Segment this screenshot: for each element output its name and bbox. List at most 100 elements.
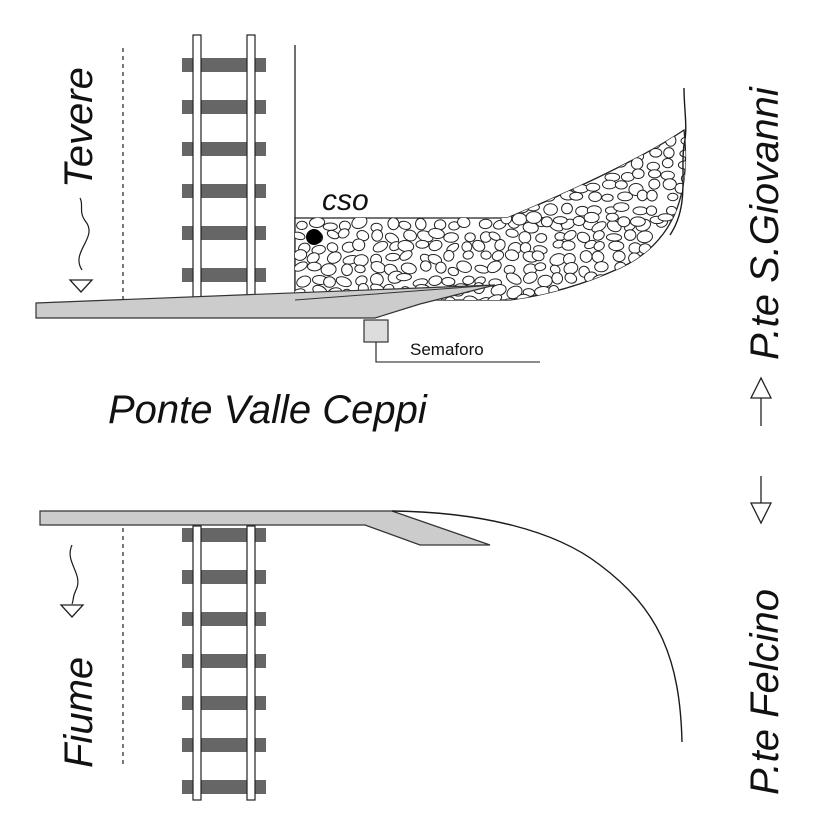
rubble-stone xyxy=(295,249,308,261)
rubble-stone xyxy=(540,183,553,195)
rail-sleeper xyxy=(182,100,266,114)
rubble-stone xyxy=(495,139,508,149)
rail-sleeper xyxy=(182,226,266,240)
rail-sleeper xyxy=(182,738,266,752)
rubble-stone xyxy=(624,229,637,241)
rubble-stone xyxy=(295,231,306,241)
rubble-stone xyxy=(571,140,584,151)
rubble-stone xyxy=(441,276,456,287)
traffic-light-box-icon xyxy=(363,319,540,363)
rubble-stone xyxy=(542,169,556,181)
rail xyxy=(246,34,256,301)
rubble-stone xyxy=(655,243,668,255)
rubble-stone xyxy=(636,230,653,244)
rubble-stone xyxy=(307,261,322,272)
rubble-stone xyxy=(588,191,602,202)
rubble-stone xyxy=(322,222,338,231)
rubble-stone xyxy=(649,148,663,158)
rubble-stone xyxy=(494,239,506,251)
rubble-stone xyxy=(684,295,686,300)
rubble-stone xyxy=(564,272,578,284)
rubble-stone xyxy=(585,182,601,192)
rubble-stone xyxy=(495,204,513,215)
rubble-stone xyxy=(447,266,459,277)
rubble-stone xyxy=(577,150,589,163)
rubble-stone xyxy=(511,162,525,174)
rubble-stone xyxy=(491,250,505,262)
rubble-stone xyxy=(605,233,623,242)
rail-sleeper xyxy=(182,142,266,156)
rail-sleeper xyxy=(182,780,266,794)
rubble-stone xyxy=(463,295,479,300)
rubble-stone xyxy=(576,231,591,244)
rubble-stone xyxy=(538,156,552,169)
rubble-stone xyxy=(659,275,671,285)
rubble-stone xyxy=(608,240,625,252)
rubble-stone xyxy=(569,287,581,299)
rubble-stone xyxy=(563,230,577,241)
rubble-stone xyxy=(582,282,594,295)
bridge-deck-top-edge xyxy=(294,284,496,301)
rubble-stone xyxy=(337,228,350,239)
rubble-stone xyxy=(614,261,627,273)
rubble-stone xyxy=(415,217,427,231)
rubble-stone xyxy=(494,147,507,157)
rubble-stone xyxy=(630,136,644,149)
rubble-stone xyxy=(681,217,686,227)
rubble-stone xyxy=(530,168,543,182)
rubble-stone xyxy=(632,168,645,179)
rubble-stone xyxy=(435,261,447,274)
rubble-stone xyxy=(311,244,326,255)
rubble-stone xyxy=(462,275,475,285)
rubble-stone xyxy=(323,276,336,288)
rubble-stone xyxy=(488,231,501,241)
rubble-stone xyxy=(581,293,597,300)
rubble-stone xyxy=(296,275,312,288)
rubble-stone xyxy=(561,202,573,215)
rubble-stone xyxy=(399,250,413,261)
rubble-stone xyxy=(553,151,569,160)
rubble-stone xyxy=(508,181,524,192)
rubble-stone xyxy=(508,146,525,160)
rubble-stone xyxy=(499,160,515,172)
rubble-stone xyxy=(538,139,552,151)
rubble-stone xyxy=(551,272,564,285)
rubble-stone xyxy=(486,260,502,274)
rubble-stone xyxy=(341,263,353,277)
rubble-stone xyxy=(673,275,686,288)
rubble-stone xyxy=(505,272,522,285)
rubble-stone xyxy=(498,180,514,192)
rubble-stone xyxy=(590,157,605,167)
rubble-stone xyxy=(684,228,686,242)
cso-point-icon xyxy=(306,229,322,245)
rubble-stone xyxy=(617,216,631,228)
rubble-stone xyxy=(486,294,503,300)
rubble-stone xyxy=(527,180,542,191)
rubble-stone xyxy=(499,168,513,179)
rubble-stone xyxy=(510,168,527,182)
rubble-stone xyxy=(591,250,605,264)
rubble-stone xyxy=(428,275,443,287)
rubble-stone xyxy=(657,265,670,278)
rubble-stone xyxy=(531,296,545,300)
rubble-stone xyxy=(558,135,572,147)
rubble-stone xyxy=(570,170,585,183)
rubble-stone xyxy=(480,250,492,260)
rubble-stone xyxy=(326,229,340,240)
rubble-stone xyxy=(680,136,686,146)
flow-arrow-top-icon xyxy=(68,197,94,293)
rubble-stone xyxy=(385,252,401,262)
rubble-stone xyxy=(525,211,542,224)
railway-track-top xyxy=(182,34,266,301)
rubble-stone xyxy=(669,251,683,261)
rubble-stone xyxy=(296,220,308,231)
rubble-stone xyxy=(472,239,486,252)
rail-sleeper xyxy=(182,58,266,72)
rubble-stone xyxy=(549,264,561,275)
rubble-stone xyxy=(669,263,683,276)
rubble-stone xyxy=(505,228,519,238)
rubble-stone xyxy=(599,137,611,146)
rubble-stone xyxy=(641,261,657,275)
river-label-tevere: Tevere xyxy=(57,67,101,188)
rail-sleeper xyxy=(182,696,266,710)
